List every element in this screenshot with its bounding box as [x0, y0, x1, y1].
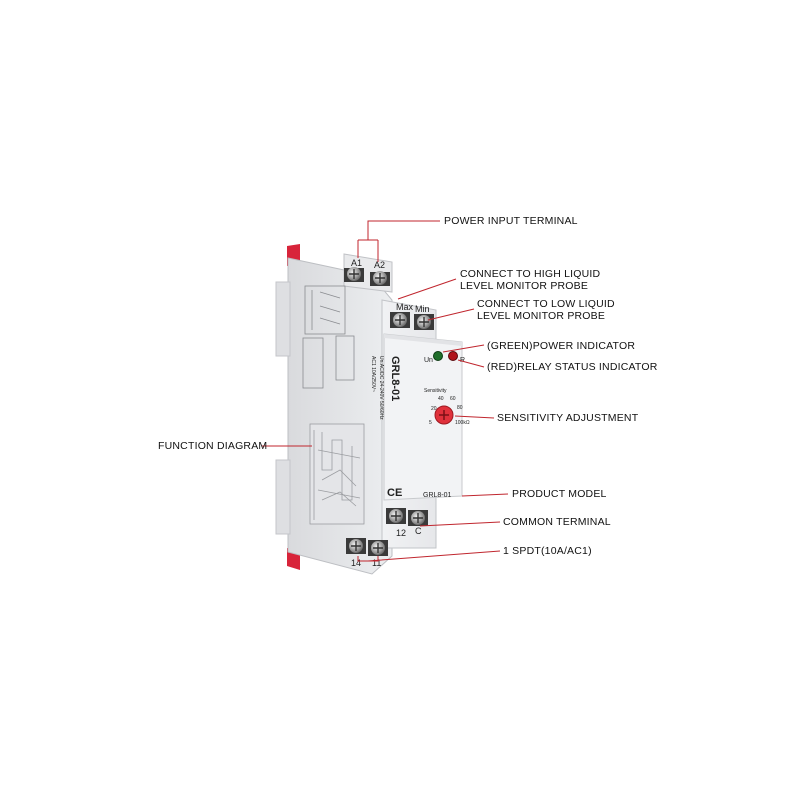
leader-relay-led	[457, 359, 485, 368]
terminal-11[interactable]	[368, 540, 388, 556]
label-a1: A1	[351, 258, 362, 268]
side-spec-line-1: Un:AC/DC 24-240V 50/60Hz	[378, 356, 384, 420]
label-c: C	[415, 526, 422, 536]
side-wiring-diagram	[302, 285, 355, 389]
label-sensitivity: Sensitivity	[424, 388, 447, 394]
power-led	[433, 351, 443, 361]
callout-high-probe-line1: CONNECT TO HIGH LIQUID	[460, 268, 601, 280]
terminal-a1[interactable]	[344, 267, 364, 282]
callout-high-probe-line2: LEVEL MONITOR PROBE	[460, 280, 589, 292]
callout-common-terminal: COMMON TERMINAL	[503, 516, 611, 528]
callout-spdt: 1 SPDT(10A/AC1)	[503, 545, 592, 557]
terminal-max[interactable]	[390, 312, 410, 328]
leader-high-probe	[397, 278, 457, 300]
leader-model	[461, 493, 509, 497]
relay-side-body	[287, 257, 393, 575]
relay-led	[448, 351, 458, 361]
callout-power-input: POWER INPUT TERMINAL	[444, 215, 578, 227]
side-spec-line-2: AC1 10A/250V~	[370, 356, 376, 392]
side-model-label: GRL8-01	[389, 356, 401, 401]
label-r: R	[460, 357, 465, 364]
function-diagram-chart	[309, 423, 365, 525]
leader-common	[419, 521, 501, 527]
dial-mark-5: 5	[429, 420, 432, 426]
label-11: 11	[372, 558, 381, 568]
label-a2: A2	[374, 260, 385, 270]
front-model-label: GRL8-01	[423, 492, 452, 499]
callout-sensitivity: SENSITIVITY ADJUSTMENT	[497, 412, 639, 424]
label-un: Un	[424, 357, 433, 364]
label-14: 14	[351, 558, 361, 568]
ce-mark: CE	[387, 487, 402, 499]
callout-low-probe-line2: LEVEL MONITOR PROBE	[477, 310, 606, 322]
leader-power-input	[357, 220, 440, 262]
rail-hook	[275, 281, 291, 357]
terminal-min[interactable]	[414, 314, 434, 330]
dial-mark-100: 100kΩ	[455, 420, 470, 426]
callout-power-indicator: (GREEN)POWER INDICATOR	[487, 340, 636, 352]
rail-hook-lower	[275, 459, 291, 535]
leader-spdt	[357, 550, 501, 562]
callout-product-model: PRODUCT MODEL	[512, 488, 607, 500]
dial-mark-60: 60	[450, 396, 456, 402]
dial-mark-40: 40	[438, 396, 444, 402]
leader-low-probe	[427, 308, 475, 321]
sensitivity-dial[interactable]	[434, 405, 454, 425]
label-12: 12	[396, 528, 406, 538]
callout-function-diagram: FUNCTION DIAGRAM	[158, 440, 268, 452]
terminal-14[interactable]	[346, 538, 366, 554]
terminal-12[interactable]	[386, 508, 406, 524]
terminal-c[interactable]	[408, 510, 428, 526]
label-max: Max	[396, 302, 414, 312]
leader-sensitivity	[454, 415, 495, 419]
callout-relay-indicator: (RED)RELAY STATUS INDICATOR	[487, 361, 658, 373]
callout-low-probe-line1: CONNECT TO LOW LIQUID	[477, 298, 615, 310]
dial-mark-20: 20	[431, 406, 437, 412]
leader-power-led	[442, 344, 485, 353]
label-min: Min	[415, 304, 430, 314]
terminal-a2[interactable]	[370, 271, 390, 286]
dial-mark-80: 80	[457, 405, 463, 411]
